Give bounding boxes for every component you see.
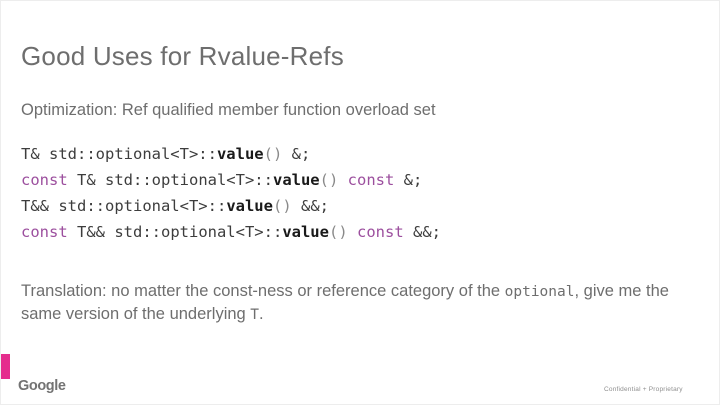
- translation-code-term: optional: [504, 284, 575, 300]
- code-token: (): [328, 223, 348, 241]
- code-token: T&& std::optional<T>::: [21, 197, 227, 215]
- translation-segment: Translation: no matter the const-ness or…: [21, 282, 505, 300]
- google-logo: Google: [18, 378, 66, 394]
- code-token: &&;: [291, 197, 329, 215]
- translation-code-term: T: [250, 307, 260, 323]
- code-token: value: [282, 223, 329, 241]
- confidential-label: Confidential + Proprietary: [604, 386, 683, 393]
- code-token: T&& std::optional<T>::: [67, 223, 283, 241]
- code-token: (): [272, 197, 292, 215]
- slide-subtitle: Optimization: Ref qualified member funct…: [21, 101, 436, 119]
- slide-title: Good Uses for Rvalue-Refs: [21, 41, 344, 71]
- code-line: const T& std::optional<T>::value() const…: [21, 167, 441, 193]
- code-token: value: [216, 145, 264, 163]
- translation-segment: , give me the same version of the underl…: [21, 282, 669, 323]
- code-line: T&& std::optional<T>::value() &&;: [21, 193, 441, 219]
- code-token: const: [357, 223, 404, 241]
- translation-segment: .: [259, 305, 264, 323]
- code-token: T& std::optional<T>::: [67, 171, 273, 189]
- code-token: const: [21, 223, 68, 241]
- code-token: &&;: [403, 223, 441, 241]
- code-token: (): [319, 171, 339, 189]
- code-line: const T&& std::optional<T>::value() cons…: [21, 219, 441, 245]
- translation-text: Translation: no matter the const-ness or…: [21, 280, 689, 326]
- code-token: T& std::optional<T>::: [21, 145, 217, 163]
- code-token: value: [226, 197, 273, 215]
- code-token: const: [21, 171, 68, 189]
- code-block: T& std::optional<T>::value() &;const T& …: [21, 141, 441, 245]
- code-token: [338, 171, 347, 189]
- code-token: &;: [394, 171, 423, 189]
- accent-bar: [1, 354, 10, 379]
- code-token: &;: [282, 145, 311, 163]
- code-token: (): [263, 145, 283, 163]
- code-token: const: [347, 171, 395, 189]
- code-token: value: [272, 171, 320, 189]
- code-token: [348, 223, 357, 241]
- code-line: T& std::optional<T>::value() &;: [21, 141, 441, 167]
